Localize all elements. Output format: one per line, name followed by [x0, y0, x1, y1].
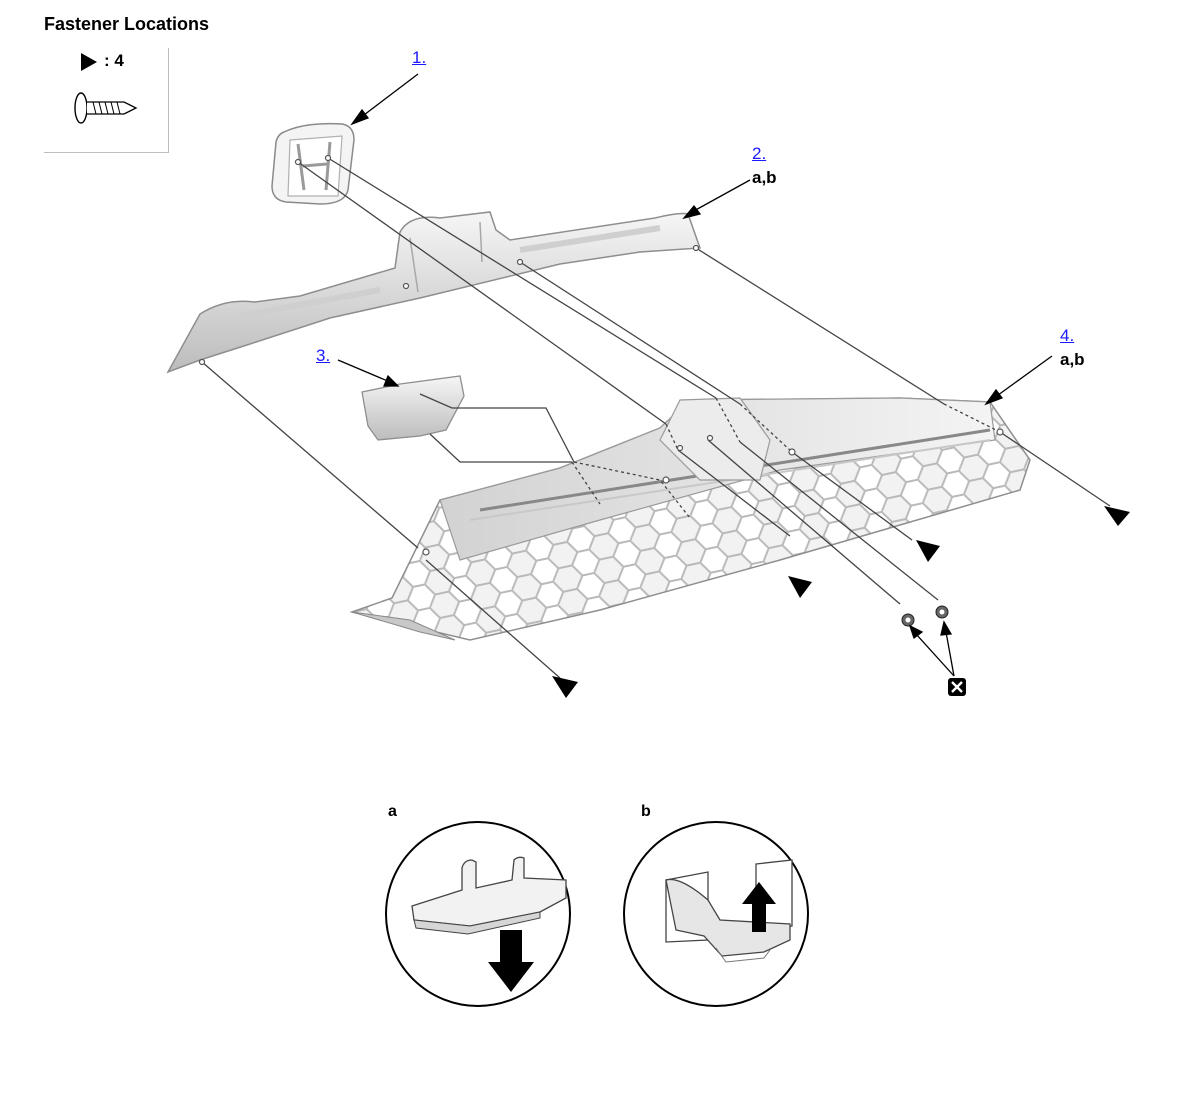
legend-count: : 4	[104, 51, 124, 70]
arrow-up-icon	[742, 882, 776, 932]
page-title: Fastener Locations	[44, 14, 210, 34]
callout-leaders	[337, 73, 1053, 677]
camera-cover	[361, 375, 465, 441]
alignment-lines	[201, 157, 1111, 679]
mount-points	[198, 154, 1004, 556]
clip-grommets	[901, 605, 949, 627]
detail-b-label: b	[641, 803, 651, 820]
detail-a-view	[385, 821, 571, 1007]
callout-2-link[interactable]: 2.	[752, 144, 767, 163]
callout-4-link[interactable]: 4.	[1060, 326, 1075, 345]
callout-1-link[interactable]: 1.	[412, 48, 427, 67]
screw-icon	[74, 92, 138, 124]
triangle-right-icon	[81, 53, 97, 71]
callout-4-detail-ref: a,b	[1060, 350, 1085, 369]
lower-grille	[349, 397, 1031, 641]
callout-2-detail-ref: a,b	[752, 168, 777, 187]
callout-3-link[interactable]: 3.	[316, 346, 331, 365]
x-box-icon	[948, 678, 966, 696]
arrow-down-icon	[488, 930, 534, 992]
fastener-legend	[44, 48, 169, 153]
direction-arrowheads	[552, 506, 1130, 698]
detail-b-view	[623, 821, 809, 1007]
detail-a-label: a	[388, 803, 397, 820]
emblem	[271, 122, 355, 205]
upper-molding	[166, 211, 702, 374]
